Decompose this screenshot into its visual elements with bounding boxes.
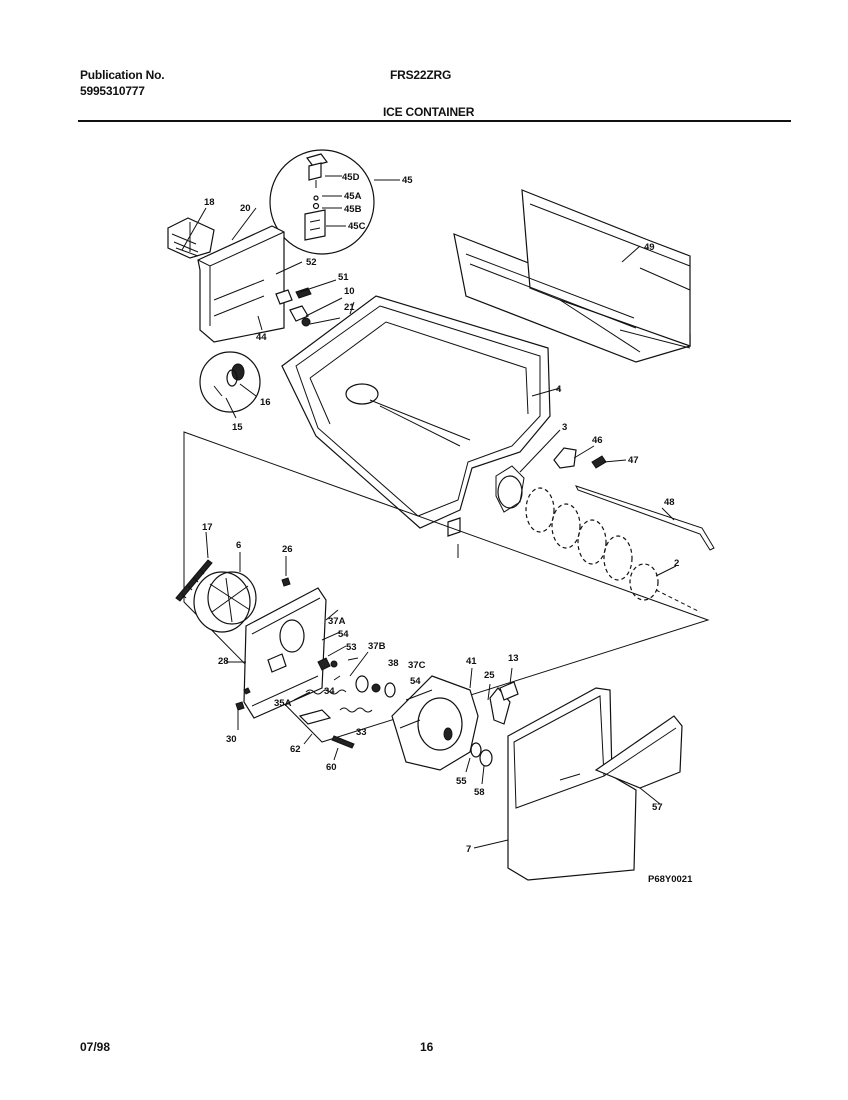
callout-30: 30 [226,734,237,745]
callout-18: 18 [204,197,215,208]
rod-assembly [553,445,715,551]
section-title: ICE CONTAINER [383,105,475,119]
auger-helix [495,429,701,613]
callout-labels: 45D 45A 45B 45C 45 18 20 52 51 10 21 44 … [202,172,693,885]
figure-code: P68Y0021 [648,874,693,885]
callout-17: 17 [202,522,213,533]
callout-44: 44 [256,332,267,343]
ice-bin-4 [281,295,561,558]
callout-54b: 54 [410,676,421,687]
page-number: 16 [420,1040,434,1054]
callout-57: 57 [652,802,663,813]
callout-45B: 45B [344,204,362,215]
header-rule [78,120,791,122]
callout-55: 55 [456,776,467,787]
dispenser-front [473,687,683,881]
callout-51: 51 [338,272,349,283]
callout-37C: 37C [408,660,426,671]
callout-25: 25 [484,670,495,681]
callout-16: 16 [260,397,271,408]
callout-13: 13 [508,653,519,664]
callout-28: 28 [218,656,229,667]
motor-plate [226,587,347,730]
shelf-49 [453,189,691,363]
callout-15: 15 [232,422,243,433]
callout-60: 60 [326,762,337,773]
callout-45C: 45C [348,221,366,232]
callout-10: 10 [344,286,355,297]
callout-53: 53 [346,642,357,653]
section-outline [183,431,710,743]
callout-52: 52 [306,257,317,268]
callout-54: 54 [338,629,349,640]
callout-35A: 35A [274,698,292,709]
footer-date: 07/98 [80,1040,111,1054]
callout-7: 7 [466,844,471,855]
callout-45A: 45A [344,191,362,202]
callout-4: 4 [556,384,562,395]
callout-58: 58 [474,787,485,798]
callout-26: 26 [282,544,293,555]
callout-47: 47 [628,455,639,466]
inset-detail-45 [269,149,400,255]
callout-37A: 37A [328,616,346,627]
bracket-assembly [167,207,343,343]
callout-2: 2 [674,558,679,569]
callout-6: 6 [236,540,241,551]
callout-33: 33 [356,727,367,738]
callout-45: 45 [402,175,413,186]
callout-45D: 45D [342,172,360,183]
callout-41: 41 [466,656,477,667]
callout-49: 49 [644,242,655,253]
model-number: FRS22ZRG [390,68,452,82]
callout-37B: 37B [368,641,386,652]
callout-20: 20 [240,203,251,214]
callout-21: 21 [344,302,355,313]
impeller-parts [175,531,291,633]
publication-label: Publication No. [80,68,165,82]
callout-38: 38 [388,658,399,669]
callout-46: 46 [592,435,603,446]
callout-3: 3 [562,422,567,433]
solenoid-cluster [293,651,396,761]
callout-48: 48 [664,497,675,508]
callout-62: 62 [290,744,301,755]
callout-34: 34 [324,686,335,697]
motor-housing-41 [391,667,519,785]
publication-number: 5995310777 [80,84,145,98]
inset-detail-15-16 [199,351,261,419]
